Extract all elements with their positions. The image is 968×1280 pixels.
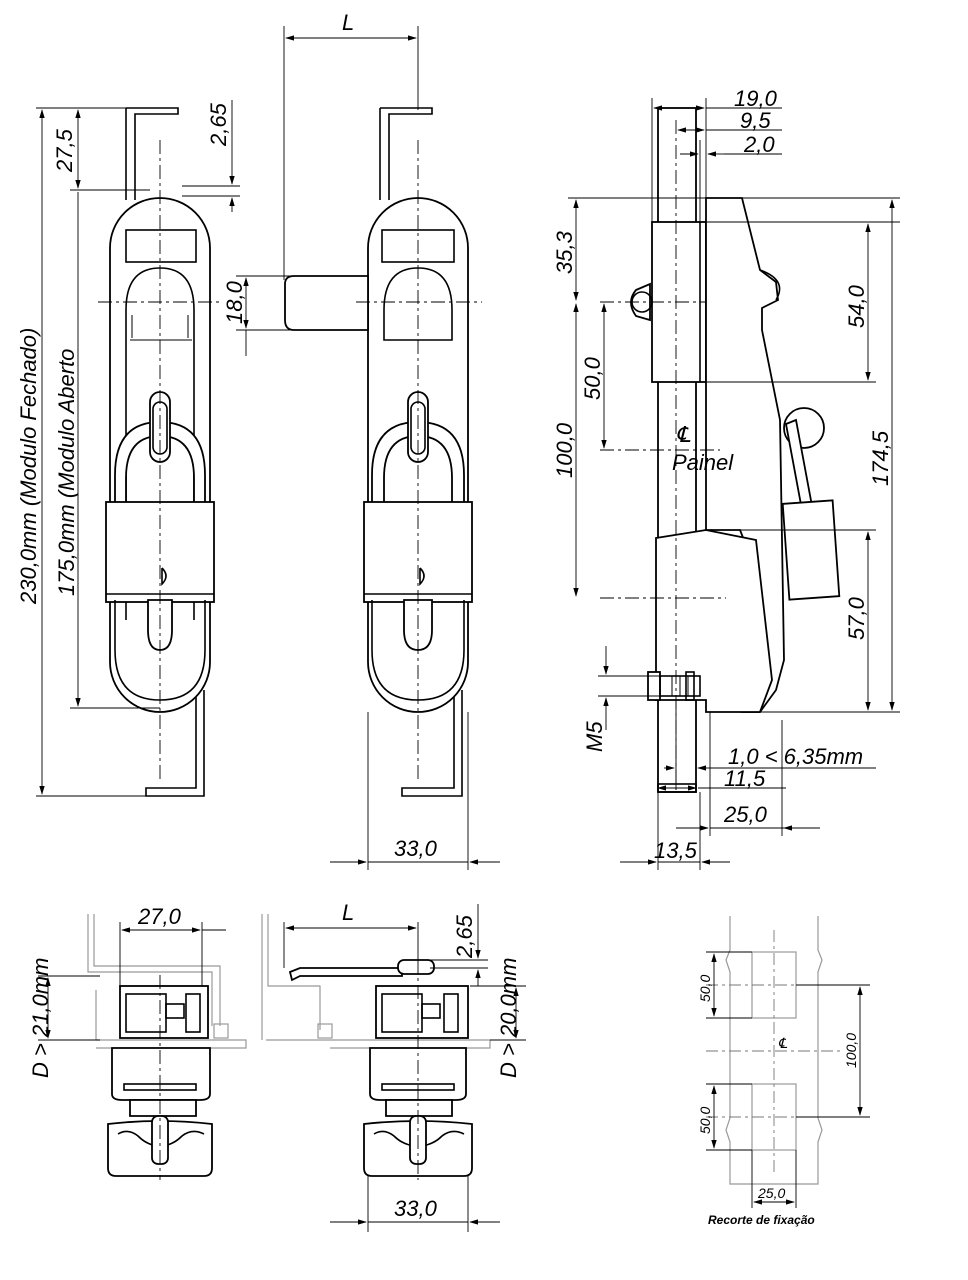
bv2-plate	[443, 993, 459, 1033]
label-L-bottom: L	[342, 900, 354, 925]
label-175: 175,0mm (Modulo Aberto	[54, 349, 79, 596]
label-d20: D > 20,0mm	[496, 958, 521, 1078]
label-L-top: L	[342, 10, 354, 35]
handle-curve	[759, 269, 781, 301]
label-265-bottom: 2,65	[452, 914, 477, 959]
label-50: 50,0	[580, 356, 605, 400]
side-padlock-body	[781, 499, 841, 601]
nut	[685, 671, 695, 701]
front-view-open	[284, 107, 482, 797]
front-dimensions: L 2,65 27,5 18,0 230,0mm (Modulo Fechado…	[16, 10, 500, 870]
bv2-latch-bar	[288, 967, 403, 982]
bv1-plate	[185, 993, 201, 1033]
label-33-top: 33,0	[394, 836, 438, 861]
bv1-bracket-inner	[93, 914, 221, 1026]
label-19: 19,0	[734, 86, 778, 111]
label-57: 57,0	[844, 596, 869, 640]
hook-bar-bottom-2	[401, 690, 463, 797]
handle-label-plate-2	[381, 229, 455, 263]
side-view	[600, 107, 841, 793]
cutout-strip	[725, 916, 823, 1185]
label-265-top: 2,65	[206, 102, 231, 147]
label-115: 11,5	[724, 766, 766, 791]
label-1745: 174,5	[868, 430, 893, 486]
bottom-view-2	[261, 914, 491, 1180]
label-painel: Painel	[672, 450, 734, 475]
bv2-screw	[317, 1023, 333, 1039]
bv2-cam	[421, 1003, 441, 1019]
bottom-view-1-dimensions: 27,0 D > 21,0mm	[28, 904, 226, 1078]
label-33-bottom: 33,0	[394, 1196, 438, 1221]
keyhole-icon-2	[419, 567, 425, 586]
label-275: 27,5	[52, 128, 77, 173]
label-25: 25,0	[723, 802, 768, 827]
cutout-caption: Recorte de fixação	[708, 1213, 815, 1227]
mounting-cutout: ℄ 50,0 50,0 100,0 25,0 Recorte de fixaçã…	[697, 916, 870, 1227]
label-cut-25: 25,0	[757, 1185, 785, 1201]
bv1-knob-stem	[129, 1099, 197, 1117]
cutout-center-symbol: ℄	[778, 1035, 788, 1051]
bottom-view-2-dimensions: L 2,65 D > 20,0mm 33,0	[283, 900, 526, 1232]
label-m5: M5	[582, 721, 607, 752]
label-20: 2,0	[743, 132, 775, 157]
handle-stub	[284, 275, 369, 331]
label-range: 1,0 < 6,35mm	[728, 744, 863, 769]
bv2-latch-knob	[397, 959, 435, 975]
bv1-cam	[165, 1003, 185, 1019]
label-cut-50-top: 50,0	[697, 975, 713, 1002]
bv1-bracket	[87, 914, 213, 1026]
bv2-panel	[266, 1039, 491, 1049]
hook-bar-top-2	[380, 107, 433, 200]
label-135: 13,5	[654, 838, 698, 863]
label-d21: D > 21,0mm	[28, 958, 53, 1078]
label-95: 9,5	[740, 108, 771, 133]
handle-label-plate	[125, 229, 197, 263]
side-dimensions: 19,0 9,5 2,0 35,3 50,0 100,0 54,0 174,5	[552, 86, 900, 870]
label-353: 35,3	[552, 230, 577, 274]
label-100: 100,0	[552, 422, 577, 478]
bv2-bracket-inner	[267, 914, 321, 1030]
label-230: 230,0mm (Modulo Fechado)	[16, 328, 41, 605]
label-54: 54,0	[844, 284, 869, 328]
bv1-screw	[213, 1023, 229, 1039]
label-cut-50-bottom: 50,0	[697, 1107, 713, 1134]
bv2-knob-stem	[385, 1099, 453, 1117]
side-housing-lower	[655, 529, 773, 713]
centerline-symbol: ℄	[676, 422, 691, 447]
hook-bar-bottom	[145, 690, 205, 797]
label-27: 27,0	[137, 904, 182, 929]
front-view-closed	[98, 107, 222, 797]
bv1-rosette	[111, 1047, 211, 1101]
bottom-view-1	[87, 914, 247, 1180]
keyhole-icon	[161, 567, 167, 586]
label-18: 18,0	[222, 280, 247, 324]
label-cut-100: 100,0	[843, 1033, 859, 1068]
hook-bar-top	[126, 107, 179, 200]
